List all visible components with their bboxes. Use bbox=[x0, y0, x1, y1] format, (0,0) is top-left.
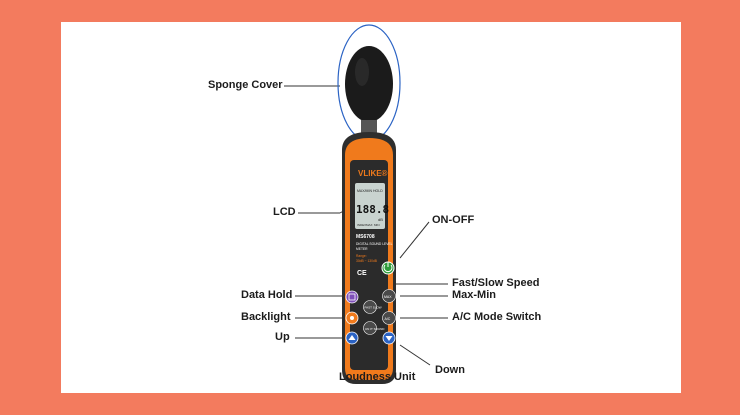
lcd-screen: MAX/MIN HOLD 188.8 dB INDEX MAX MIN bbox=[355, 183, 389, 229]
lcd-tag-index: INDEX bbox=[357, 223, 366, 227]
down-arrow-icon bbox=[385, 336, 393, 341]
lcd-tag-hold: HOLD bbox=[373, 189, 383, 193]
ac-mode-button[interactable]: A/C bbox=[382, 311, 396, 325]
callout-max-min: Max-Min bbox=[452, 289, 496, 301]
microphone-neck bbox=[361, 120, 377, 134]
down-button[interactable] bbox=[382, 331, 396, 345]
model-name: MS6708 bbox=[356, 234, 375, 240]
model-desc-1: DIGITAL SOUND LEVEL bbox=[356, 242, 393, 246]
callout-on-off: ON-OFF bbox=[432, 214, 475, 226]
callout-ac-mode: A/C Mode Switch bbox=[452, 311, 542, 323]
range-label: Range: bbox=[356, 254, 367, 258]
unit-label: UN IT SOUND bbox=[365, 327, 385, 331]
fast-slow-label: FAST SLOW bbox=[365, 306, 382, 310]
callout-up: Up bbox=[275, 331, 290, 343]
ac-mode-label: A/C bbox=[385, 317, 391, 321]
lcd-tag-max: MAX bbox=[366, 223, 373, 227]
unit-button[interactable]: UN IT SOUND bbox=[363, 321, 386, 335]
fast-slow-button[interactable]: FAST SLOW bbox=[363, 300, 382, 314]
backlight-button[interactable] bbox=[345, 311, 359, 325]
up-button[interactable] bbox=[345, 331, 359, 345]
callout-fast-slow: Fast/Slow Speed bbox=[452, 277, 540, 289]
model-desc-2: METER bbox=[356, 247, 368, 251]
callout-backlight: Backlight bbox=[241, 311, 291, 323]
brand-logo: VLIKE® bbox=[358, 169, 388, 178]
callout-sponge-cover: Sponge Cover bbox=[208, 79, 283, 91]
lcd-unit: dB bbox=[378, 217, 383, 222]
hold-button[interactable] bbox=[345, 290, 359, 304]
maxmin-button[interactable]: MAX bbox=[382, 289, 396, 303]
power-button[interactable] bbox=[381, 261, 395, 275]
lcd-tag-min: MIN bbox=[374, 223, 380, 227]
callout-data-hold: Data Hold bbox=[241, 289, 293, 301]
ce-mark: CE bbox=[357, 270, 367, 277]
maxmin-label: MAX bbox=[384, 295, 392, 299]
callout-lcd: LCD bbox=[273, 206, 296, 218]
lcd-tag-maxmin: MAX/MIN bbox=[357, 189, 372, 193]
up-arrow-icon bbox=[348, 335, 356, 340]
range-value: 30dB ~ 130dB bbox=[356, 259, 378, 263]
sponge-cover bbox=[345, 46, 393, 122]
lcd-digits: 188.8 bbox=[356, 203, 389, 216]
callout-down: Down bbox=[435, 364, 465, 376]
callout-loudness-unit: Loudness Unit bbox=[339, 371, 416, 383]
